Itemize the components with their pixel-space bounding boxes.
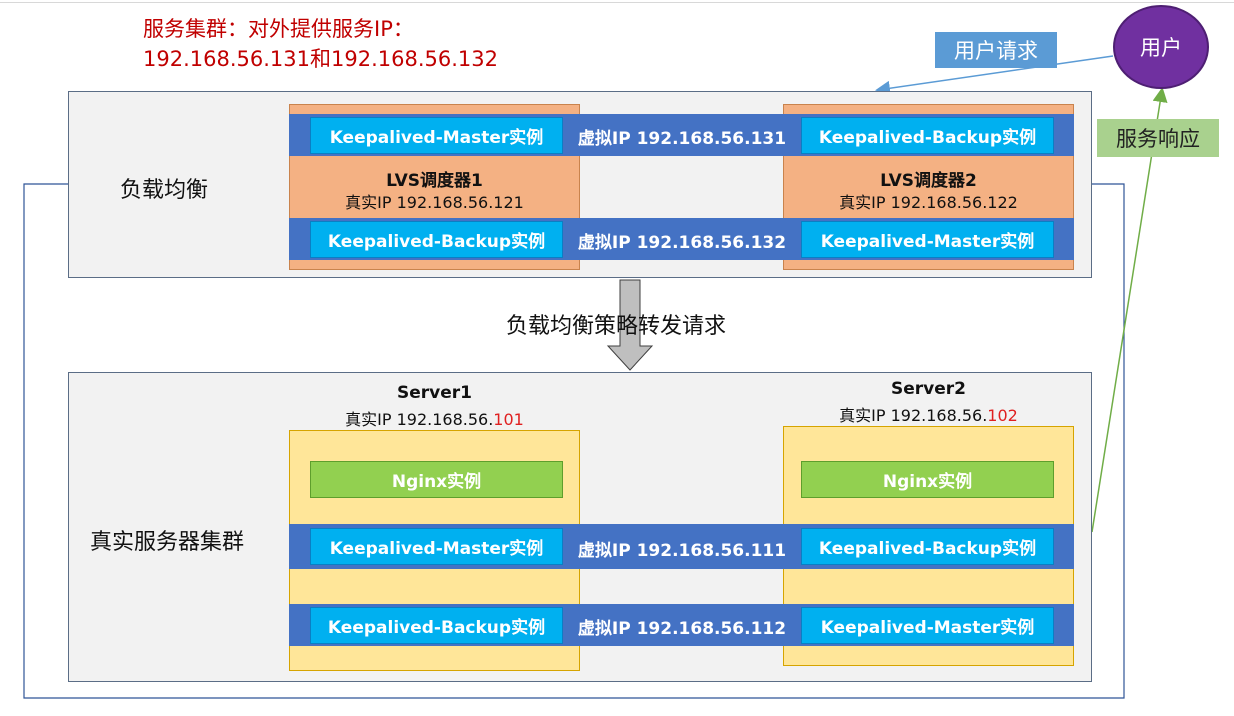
top-divider	[0, 2, 1234, 3]
cluster-title-line2: 192.168.56.131和192.168.56.132	[143, 47, 498, 71]
lvs2-ip: 真实IP 192.168.56.122	[839, 193, 1018, 212]
server2-ip-prefix: 真实IP 192.168.56.	[839, 406, 988, 425]
lb-row1-right-keepalived: Keepalived-Backup实例	[801, 117, 1054, 154]
rs-row2-left-keepalived: Keepalived-Backup实例	[310, 607, 563, 644]
rs-row2-vip: 虚拟IP 192.168.56.112	[577, 619, 787, 639]
real-servers-label: 真实服务器集群	[90, 530, 245, 555]
server2-ip: 真实IP 192.168.56.102	[783, 402, 1074, 426]
rs-row1-left-keepalived: Keepalived-Master实例	[310, 528, 563, 565]
user-request-callout: 用户请求	[935, 32, 1057, 68]
user-node: 用户	[1113, 5, 1209, 89]
cluster-title-line1: 服务集群：对外提供服务IP：	[143, 17, 414, 41]
lb-row2-left-keepalived: Keepalived-Backup实例	[310, 221, 563, 258]
lb-row1-left-keepalived: Keepalived-Master实例	[310, 117, 563, 154]
lvs1-ip: 真实IP 192.168.56.121	[345, 193, 524, 212]
server2-title: Server2	[891, 379, 966, 399]
rs-row1-vip: 虚拟IP 192.168.56.111	[577, 541, 787, 561]
server1-ip-prefix: 真实IP 192.168.56.	[345, 410, 494, 429]
server1-title: Server1	[397, 383, 472, 403]
service-response-callout: 服务响应	[1097, 119, 1219, 157]
forward-request-label: 负载均衡策略转发请求	[506, 314, 727, 339]
rs-row2-right-keepalived: Keepalived-Master实例	[801, 607, 1054, 644]
server1-nginx: Nginx实例	[310, 461, 563, 498]
load-balancer-label: 负载均衡	[120, 178, 209, 203]
lvs1-title: LVS调度器1	[386, 171, 483, 191]
lb-row2-vip: 虚拟IP 192.168.56.132	[577, 233, 787, 253]
lb-row2-right-keepalived: Keepalived-Master实例	[801, 221, 1054, 258]
lb-row1-vip: 虚拟IP 192.168.56.131	[577, 129, 787, 149]
server1-ip: 真实IP 192.168.56.101	[289, 406, 580, 430]
request-arrow	[875, 55, 1114, 96]
server2-ip-suffix: 102	[987, 406, 1018, 425]
lvs2-title: LVS调度器2	[880, 171, 977, 191]
outer-frame-line	[23, 183, 1125, 699]
server1-ip-suffix: 101	[493, 410, 524, 429]
rs-row1-right-keepalived: Keepalived-Backup实例	[801, 528, 1054, 565]
forward-down-arrow	[606, 279, 654, 371]
server2-nginx: Nginx实例	[801, 461, 1054, 498]
response-arrow	[1091, 87, 1168, 533]
user-label: 用户	[1140, 36, 1182, 60]
